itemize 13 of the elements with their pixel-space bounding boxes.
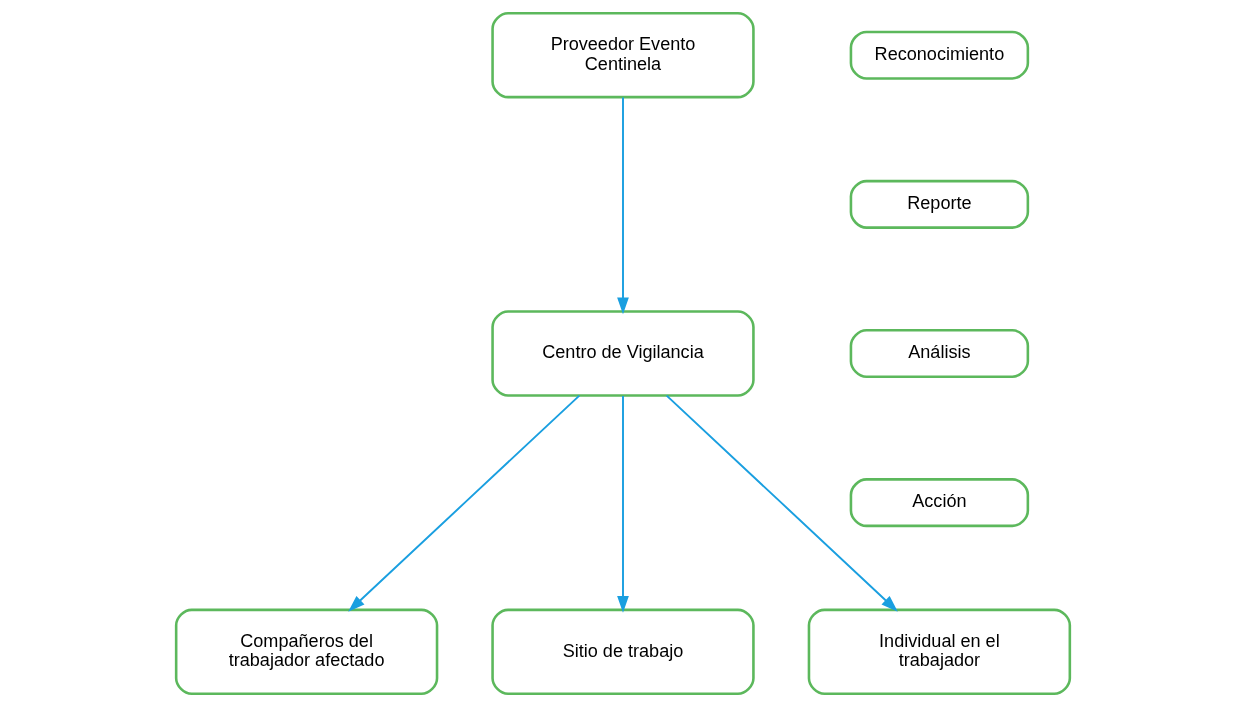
arrow bbox=[347, 394, 580, 612]
node-box: Centro de Vigilancia bbox=[490, 310, 755, 397]
arrow bbox=[616, 96, 629, 315]
node-box: Análisis bbox=[849, 328, 1029, 379]
arrow bbox=[665, 394, 898, 612]
node-box: Sitio de trabajo bbox=[490, 608, 755, 696]
node-box: Reconocimiento bbox=[849, 30, 1029, 80]
node-box: Acción bbox=[849, 478, 1029, 528]
node-box: Compañeros del trabajador afectado bbox=[174, 608, 438, 696]
arrow bbox=[616, 394, 629, 613]
node-box: Individual en el trabajador bbox=[807, 608, 1071, 696]
node-box: Proveedor Evento Centinela bbox=[490, 11, 755, 99]
node-box: Reporte bbox=[849, 179, 1029, 229]
